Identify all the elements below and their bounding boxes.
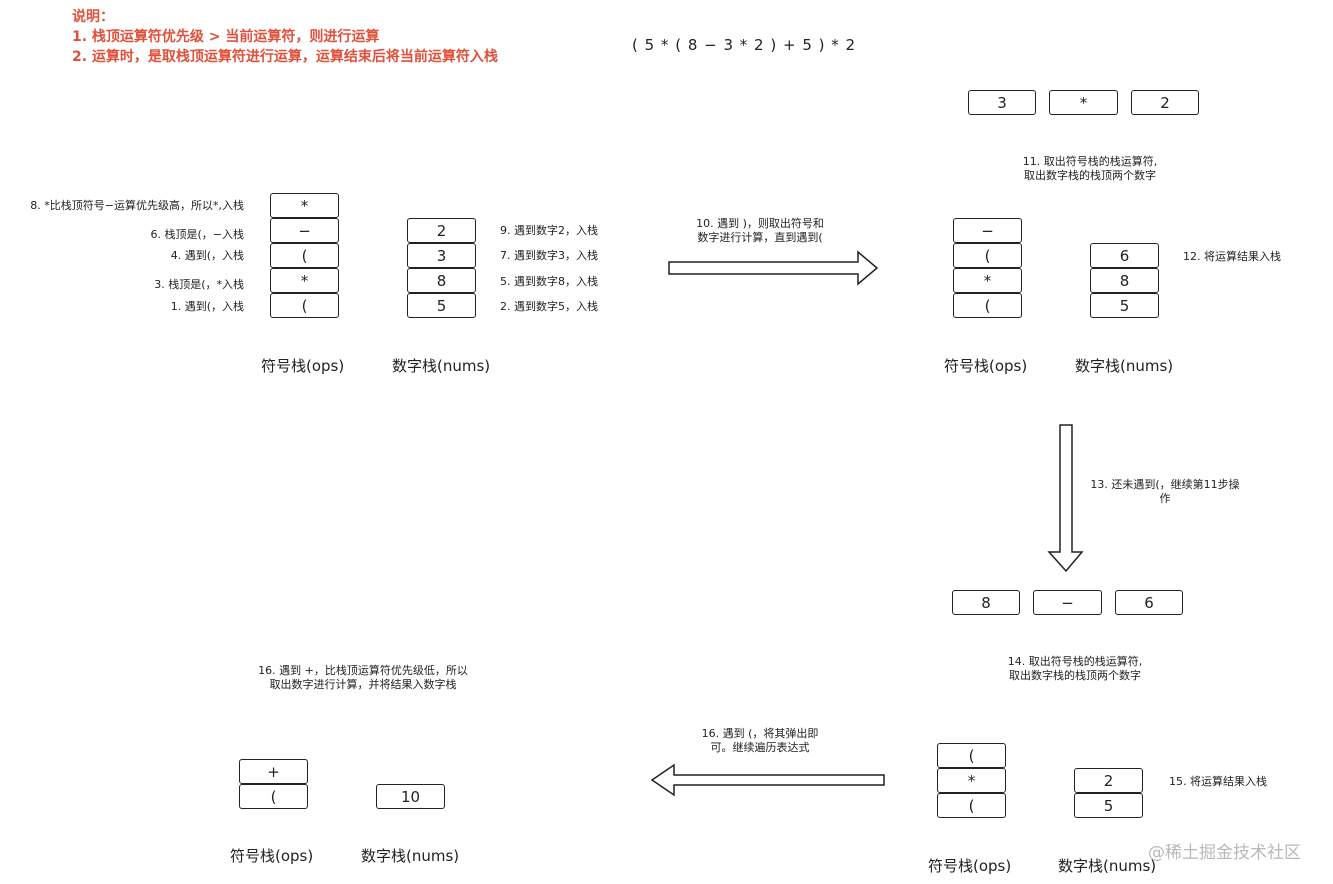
calc-cell: − [1033, 590, 1102, 615]
nums-stack-label: 数字栈(nums) [1058, 857, 1157, 875]
ops-cell: ( [937, 793, 1006, 818]
nums-cell: 5 [1074, 793, 1143, 818]
ops-cell: * [270, 268, 339, 293]
calc-text-line: 取出数字栈的栈顶两个数字 [1009, 669, 1141, 682]
arrow3-text-line: 可。继续遍历表达式 [710, 741, 810, 754]
calc-cell: 2 [1131, 90, 1199, 115]
arrow1-text-line: 10. 遇到 )，则取出符号和 [696, 217, 824, 230]
arrow3-text-line: 16. 遇到 (，将其弹出即 [701, 727, 819, 740]
nums-cell: 10 [376, 784, 445, 809]
nums-stack-label: 数字栈(nums) [392, 357, 491, 375]
expression: ( 5 * ( 8 − 3 * 2 ) + 5 ) * 2 [632, 36, 857, 54]
ops-cell: − [270, 218, 339, 243]
ops-annotation: 4. 遇到(，入栈 [170, 249, 244, 262]
arrow3-text: 16. 遇到 (，将其弹出即 可。继续遍历表达式 [690, 727, 830, 755]
arrow1-text-line: 数字进行计算，直到遇到( [697, 231, 823, 244]
ops-annotation: 6. 栈顶是(，−入栈 [150, 228, 245, 241]
ops-stack-label: 符号栈(ops) [928, 857, 1012, 875]
calc-cell: 8 [952, 590, 1020, 615]
calc-cell: 6 [1115, 590, 1183, 615]
left-arrow-icon [650, 763, 885, 797]
ops-stack-label: 符号栈(ops) [944, 357, 1028, 375]
ops-cell: * [270, 193, 339, 218]
down-arrow-icon [1047, 424, 1084, 573]
ops-cell: ( [239, 784, 308, 809]
notes-title: 说明： [72, 9, 114, 25]
nums-stack-label: 数字栈(nums) [361, 847, 460, 865]
calc-cell: * [1049, 90, 1118, 115]
nums-annotation: 9. 遇到数字2，入栈 [500, 224, 598, 237]
nums-cell: 8 [1090, 268, 1159, 293]
watermark: @稀土掘金技术社区 [1148, 843, 1301, 863]
arrow2-text-line: 13. 还未遇到(，继续第11步操 [1090, 478, 1240, 491]
arrow2-text: 13. 还未遇到(，继续第11步操 作 [1084, 478, 1246, 506]
calc-text-line: 11. 取出符号栈的栈运算符, [1022, 155, 1158, 168]
nums-stack-label: 数字栈(nums) [1075, 357, 1174, 375]
ops-cell: * [953, 268, 1022, 293]
calc-text-line: 取出数字栈的栈顶两个数字 [1024, 169, 1156, 182]
nums-cell: 2 [1074, 768, 1143, 793]
notes-line-2: 2. 运算时，是取栈顶运算符进行运算，运算结束后将当前运算符入栈 [72, 49, 498, 65]
stage3-nums-note: 15. 将运算结果入栈 [1169, 775, 1267, 788]
nums-cell: 5 [407, 293, 476, 318]
ops-cell: ( [953, 243, 1022, 268]
stage2-nums-note: 12. 将运算结果入栈 [1183, 250, 1281, 263]
ops-annotation: 8. *比栈顶符号−运算优先级高，所以*,入栈 [30, 199, 244, 212]
ops-cell: ( [270, 293, 339, 318]
ops-cell: ( [953, 293, 1022, 318]
nums-cell: 8 [407, 268, 476, 293]
ops-annotation: 1. 遇到(，入栈 [170, 300, 244, 313]
calc-cell: 3 [968, 90, 1036, 115]
ops-cell: − [953, 218, 1022, 243]
nums-annotation: 2. 遇到数字5，入栈 [500, 300, 598, 313]
stage2-calc-text: 11. 取出符号栈的栈运算符, 取出数字栈的栈顶两个数字 [1005, 155, 1175, 183]
stage4-note-line: 取出数字进行计算，并将结果入数字栈 [269, 678, 457, 691]
ops-cell: ( [937, 743, 1006, 768]
nums-cell: 6 [1090, 243, 1159, 268]
arrow1-text: 10. 遇到 )，则取出符号和 数字进行计算，直到遇到( [690, 217, 830, 245]
ops-annotation: 3. 栈顶是(，*入栈 [154, 278, 244, 291]
ops-stack-label: 符号栈(ops) [230, 847, 314, 865]
ops-cell: + [239, 759, 308, 784]
ops-stack-label: 符号栈(ops) [261, 357, 345, 375]
nums-annotation: 7. 遇到数字3，入栈 [500, 249, 598, 262]
nums-cell: 5 [1090, 293, 1159, 318]
nums-cell: 2 [407, 218, 476, 243]
ops-cell: * [937, 768, 1006, 793]
nums-annotation: 5. 遇到数字8，入栈 [500, 275, 598, 288]
stage3-calc-text: 14. 取出符号栈的栈运算符, 取出数字栈的栈顶两个数字 [990, 655, 1160, 683]
ops-cell: ( [270, 243, 339, 268]
right-arrow-icon [668, 250, 879, 286]
stage4-note-line: 16. 遇到 +，比栈顶运算符优先级低，所以 [258, 664, 468, 677]
nums-cell: 3 [407, 243, 476, 268]
stage4-note: 16. 遇到 +，比栈顶运算符优先级低，所以 取出数字进行计算，并将结果入数字栈 [238, 664, 488, 692]
notes-line-1: 1. 栈顶运算符优先级 > 当前运算符，则进行运算 [72, 29, 380, 45]
arrow2-text-line: 作 [1159, 492, 1171, 505]
calc-text-line: 14. 取出符号栈的栈运算符, [1007, 655, 1143, 668]
